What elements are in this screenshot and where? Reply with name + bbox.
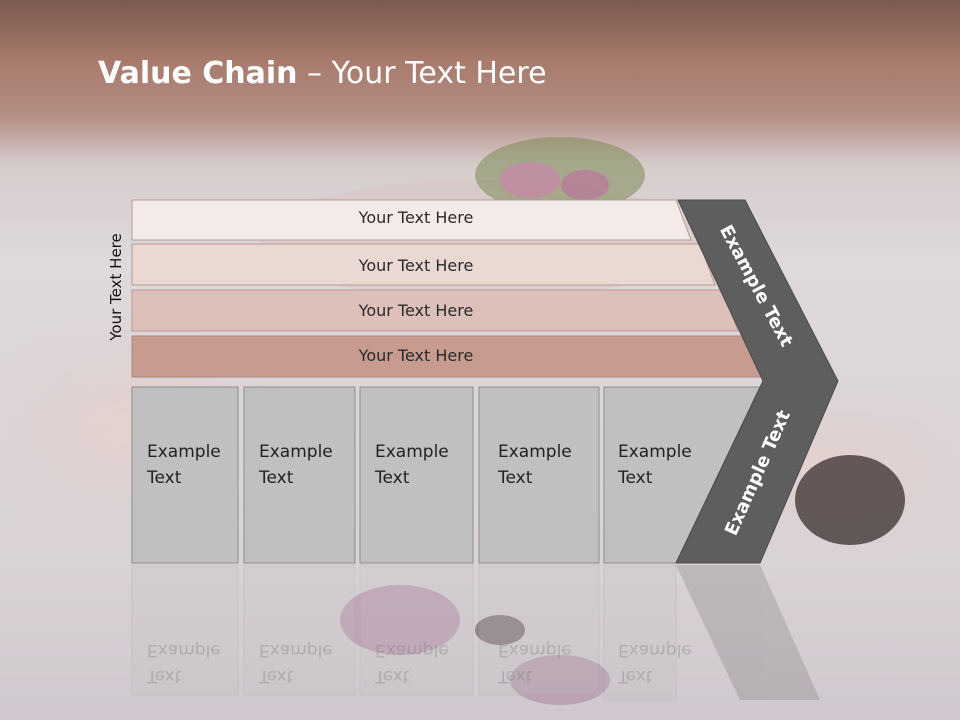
box-1-line-2: Text [147,468,182,488]
box-2-line-1: Example [259,442,333,462]
bar-3-text: Your Text Here [358,301,474,320]
box-2-text: Example Text [259,439,333,491]
box-2-shape [243,386,356,564]
box-4-text: Example Text [498,439,572,491]
box-3-text: Example Text [375,439,449,491]
box-4-line-1: Example [498,442,572,462]
box-5-line-1: Example [618,442,692,462]
box-1-shape [131,386,239,564]
box-5-line-2: Text [618,468,653,488]
box-4-line-2: Text [498,468,533,488]
bar-4-text: Your Text Here [358,346,474,365]
bar-2-text: Your Text Here [358,256,474,275]
slide-title: Value Chain – Your Text Here [98,56,547,91]
reflection-shapes [131,564,820,701]
bar-1-shape [131,199,692,241]
chevron-arrow-shape [675,199,839,564]
box-1-line-1: Example [147,442,221,462]
box-3-shape [359,386,474,564]
box-3-line-1: Example [375,442,449,462]
box-2-line-2: Text [259,468,294,488]
slide-title-rest: – Your Text Here [297,56,547,91]
slide-title-bold: Value Chain [98,56,298,91]
bar-1-text: Your Text Here [358,208,474,227]
box-1-text: Example Text [147,439,221,491]
box-3-line-2: Text [375,468,410,488]
box-5-text: Example Text [618,439,692,491]
bar-2-shape [131,243,716,286]
bar-3-shape [131,289,739,332]
box-4-shape [478,386,600,564]
